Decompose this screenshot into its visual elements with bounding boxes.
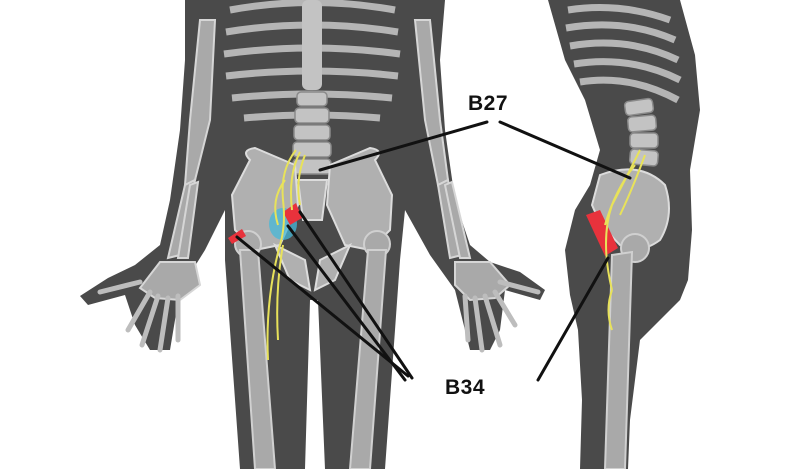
front-right-arm-bones	[413, 19, 512, 302]
leader-line-b34-side	[536, 256, 610, 382]
side-piriformis-muscle	[586, 210, 618, 256]
front-left-arm-bones	[138, 19, 217, 302]
front-piriformis-muscle	[283, 203, 302, 225]
side-femur	[603, 250, 634, 469]
leader-line-b34-3	[286, 224, 407, 382]
leader-lines	[235, 120, 632, 382]
side-nerves	[604, 149, 646, 331]
label-b34: B34	[445, 376, 486, 399]
leader-line-b34-2	[298, 210, 414, 380]
front-nerves	[266, 149, 306, 361]
front-sternum	[302, 0, 322, 90]
front-right-hand-bones	[462, 279, 541, 353]
side-figure	[548, 0, 700, 469]
front-left-hand-bones	[97, 279, 181, 353]
front-figure	[80, 0, 545, 469]
label-b27: B27	[468, 92, 509, 115]
front-lumbar-spine	[292, 91, 332, 175]
front-pelvis	[230, 146, 394, 292]
front-femur-bones	[234, 230, 391, 469]
leader-line-b34-1	[235, 235, 410, 378]
side-ribcage	[565, 4, 682, 104]
leader-line-b27-front	[318, 120, 489, 172]
leader-line-b27-side	[498, 120, 632, 180]
